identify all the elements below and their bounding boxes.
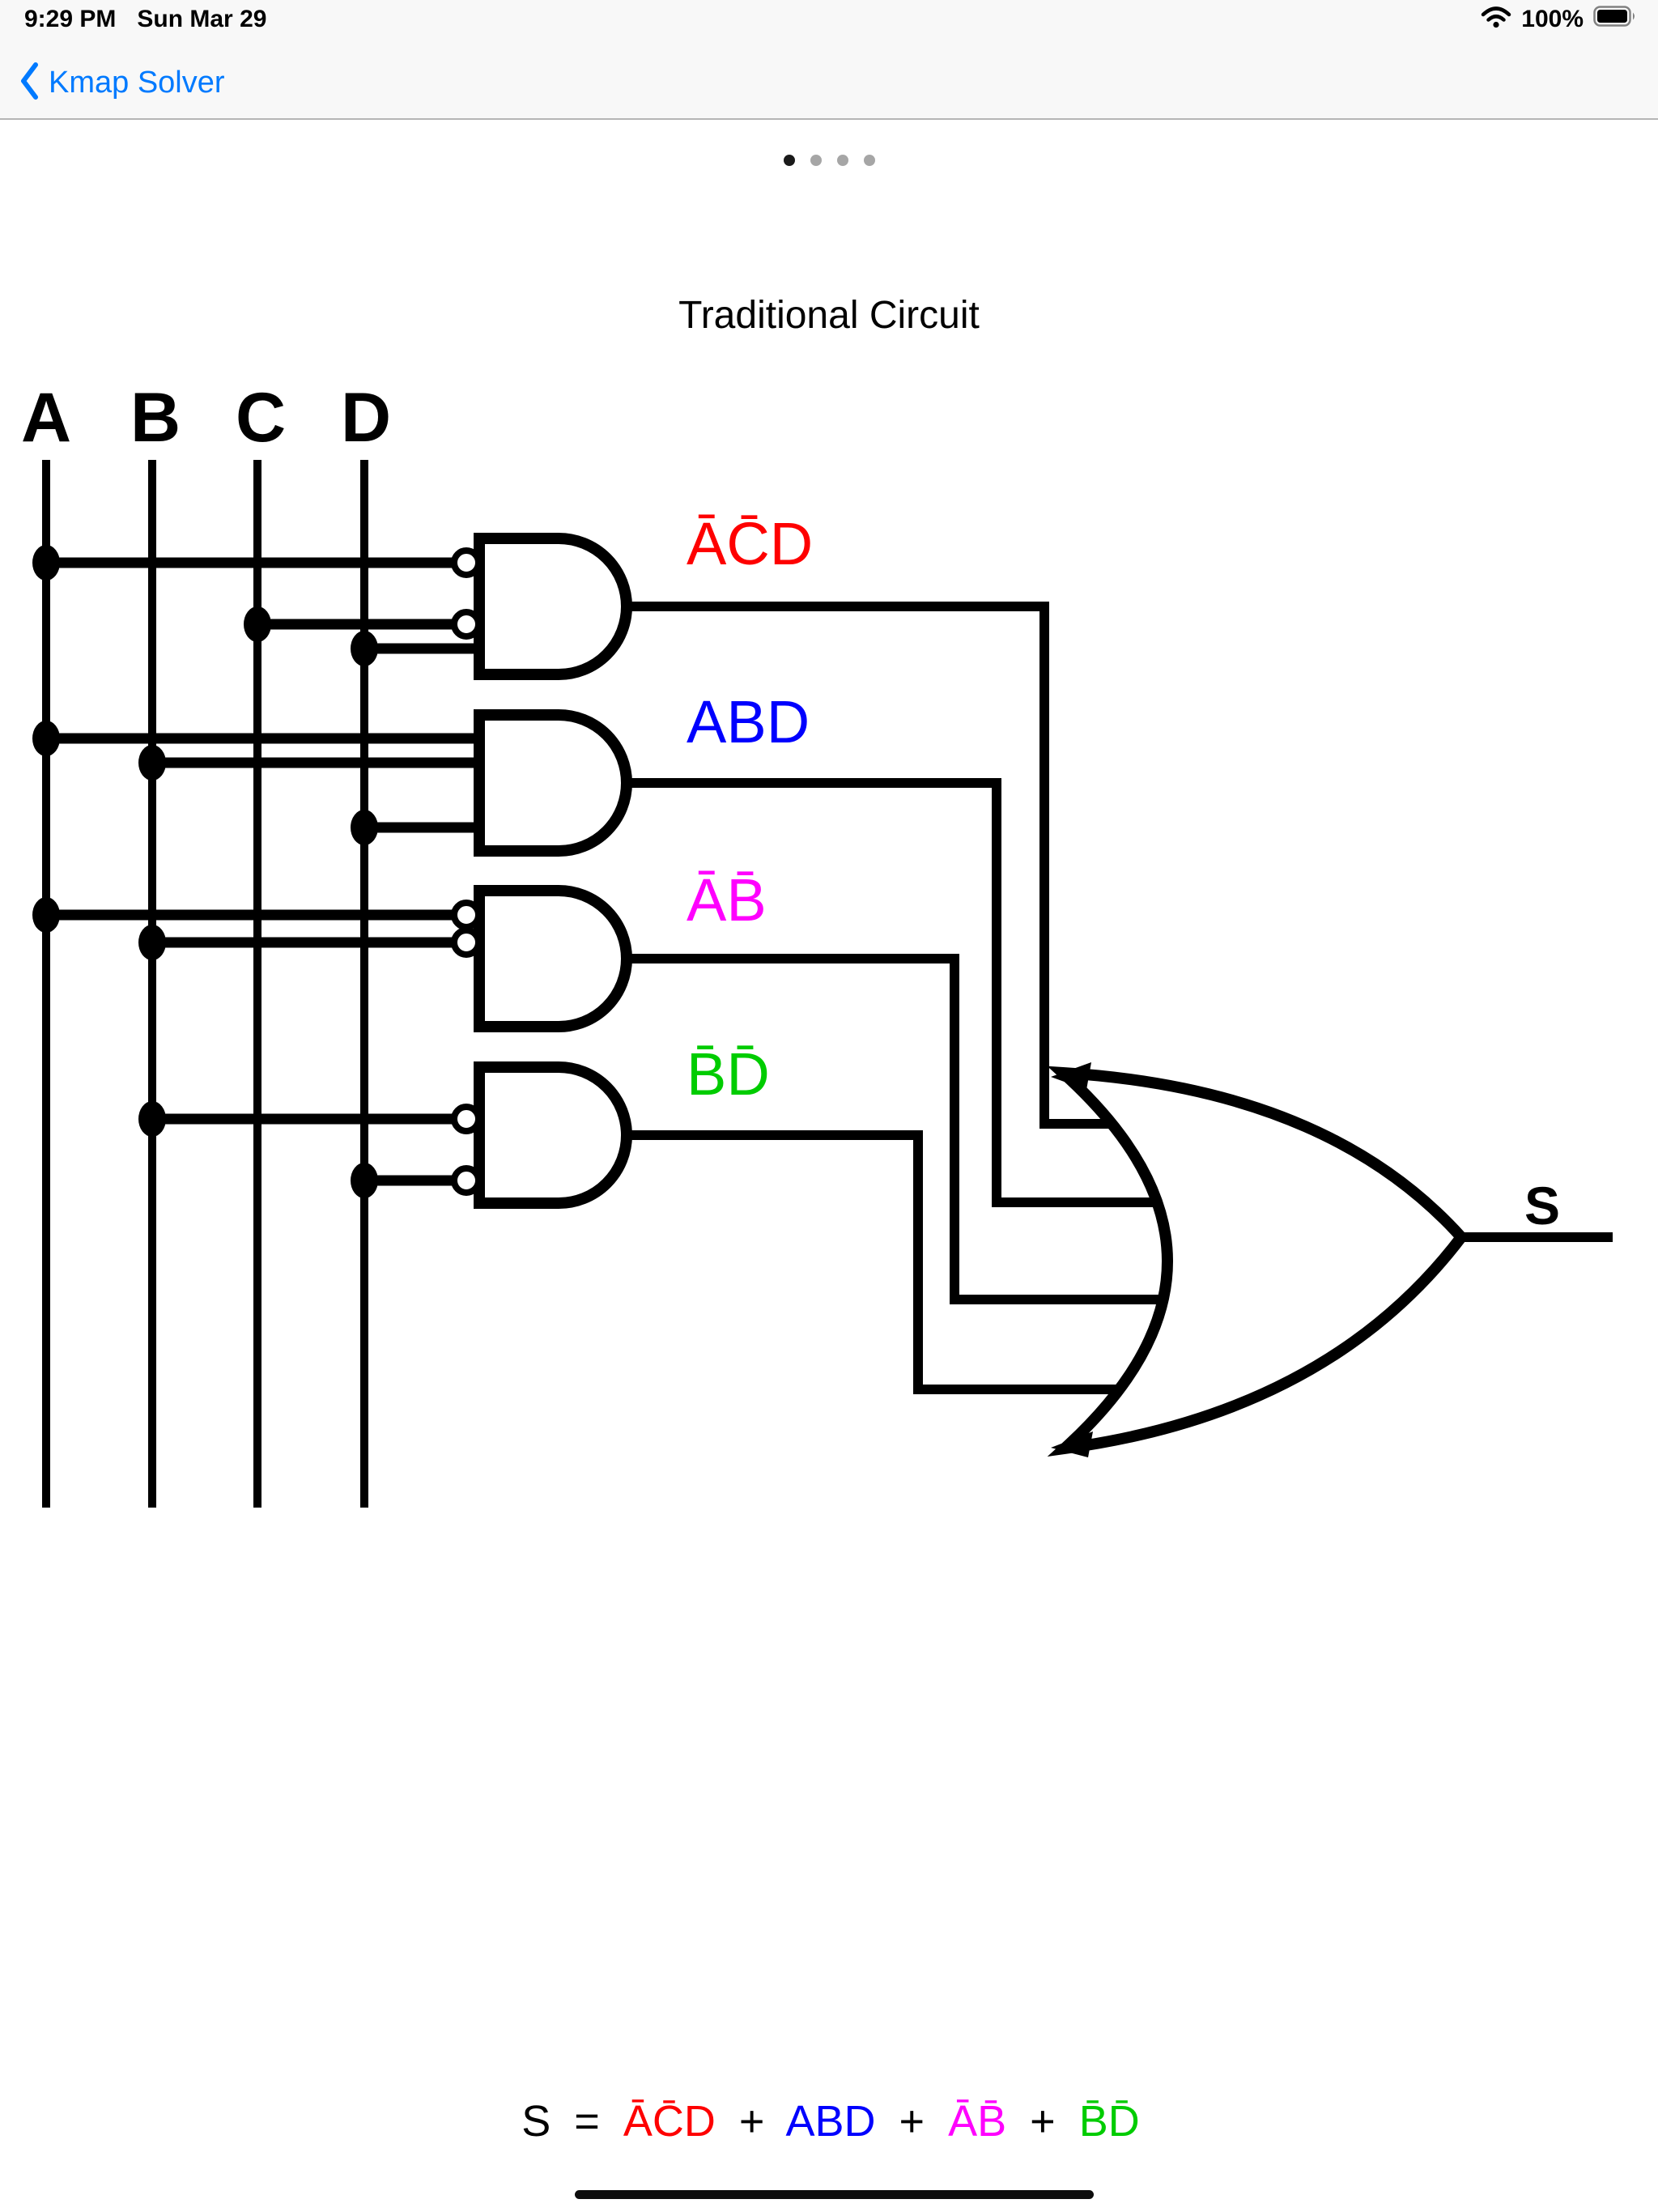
- junction-dot: [138, 925, 166, 960]
- and-gate-2: [474, 709, 632, 857]
- page-dot-1-active[interactable]: [783, 155, 795, 166]
- output-label-s: S: [1524, 1176, 1560, 1236]
- nav-bar: Kmap Solver: [0, 49, 1658, 117]
- wire-gate3-to-or: [627, 954, 1166, 1304]
- equation-term-2: ABD: [785, 2097, 875, 2146]
- or-gate-top-arrow: [1051, 1062, 1091, 1090]
- input-label-a: A: [21, 379, 71, 457]
- and-gate-3: [474, 885, 632, 1032]
- page-indicator: [0, 152, 1658, 168]
- equation-term-1: ĀC̄D: [623, 2097, 716, 2146]
- input-label-d: D: [341, 379, 391, 457]
- gate3-term-label: ĀB̄: [687, 866, 767, 934]
- status-time: 9:29 PM: [24, 6, 117, 32]
- battery-full-icon: [1593, 6, 1637, 33]
- top-chrome: 9:29 PM Sun Mar 29 100%: [0, 0, 1658, 120]
- junction-dot: [351, 631, 378, 666]
- junction-dot: [32, 545, 60, 581]
- sum-of-products-equation: S = ĀC̄D + ABD + ĀB̄ + B̄D̄: [521, 2097, 1139, 2146]
- wire-gate1-to-or: [627, 602, 1115, 1129]
- equation-equals: =: [574, 2097, 600, 2146]
- junction-dot: [351, 810, 378, 845]
- battery-percent: 100%: [1521, 6, 1584, 32]
- and-gate-1: [474, 533, 632, 680]
- page-dot-2[interactable]: [810, 155, 822, 166]
- gate4-term-label: B̄D̄: [687, 1040, 770, 1108]
- junction-dot: [32, 897, 60, 933]
- not-bubble-gate1-c: [451, 609, 482, 640]
- junction-dot: [138, 745, 166, 781]
- back-button[interactable]: Kmap Solver: [18, 60, 225, 106]
- gate2-term-label: ABD: [687, 688, 810, 755]
- wifi-icon: [1481, 5, 1511, 34]
- equation-plus: +: [739, 2097, 765, 2146]
- and-gate-4: [474, 1061, 632, 1209]
- not-bubble-gate1-a: [451, 547, 482, 578]
- status-bar: 9:29 PM Sun Mar 29 100%: [0, 0, 1658, 39]
- gate1-term-label: ĀC̄D: [687, 510, 813, 577]
- back-button-label: Kmap Solver: [49, 65, 225, 100]
- junction-dot: [244, 606, 271, 642]
- not-bubble-gate4-b: [451, 1104, 482, 1134]
- not-bubble-gate4-d: [451, 1165, 482, 1196]
- equation-term-4: B̄D̄: [1079, 2097, 1140, 2146]
- wire-gate4-to-or: [627, 1130, 1125, 1394]
- page-title: Traditional Circuit: [678, 294, 980, 337]
- equation-plus: +: [1030, 2097, 1056, 2146]
- input-label-c: C: [236, 379, 286, 457]
- page-dot-3[interactable]: [836, 155, 848, 166]
- equation-term-3: ĀB̄: [948, 2097, 1006, 2146]
- input-label-b: B: [130, 379, 181, 457]
- not-bubble-gate3-a: [451, 900, 482, 930]
- equation-lhs: S: [521, 2097, 551, 2146]
- status-date: Sun Mar 29: [137, 6, 267, 32]
- junction-dot: [351, 1163, 378, 1198]
- not-bubble-gate3-b: [451, 927, 482, 958]
- junction-dot: [138, 1101, 166, 1137]
- junction-dot: [32, 721, 60, 756]
- wire-gate2-to-or: [627, 778, 1159, 1207]
- or-gate: [1047, 1066, 1469, 1457]
- or-gate-bottom-arrow: [1051, 1431, 1093, 1457]
- home-indicator[interactable]: [575, 2190, 1094, 2199]
- page-dot-4[interactable]: [863, 155, 875, 166]
- equation-plus: +: [899, 2097, 925, 2146]
- back-chevron-icon: [18, 60, 40, 106]
